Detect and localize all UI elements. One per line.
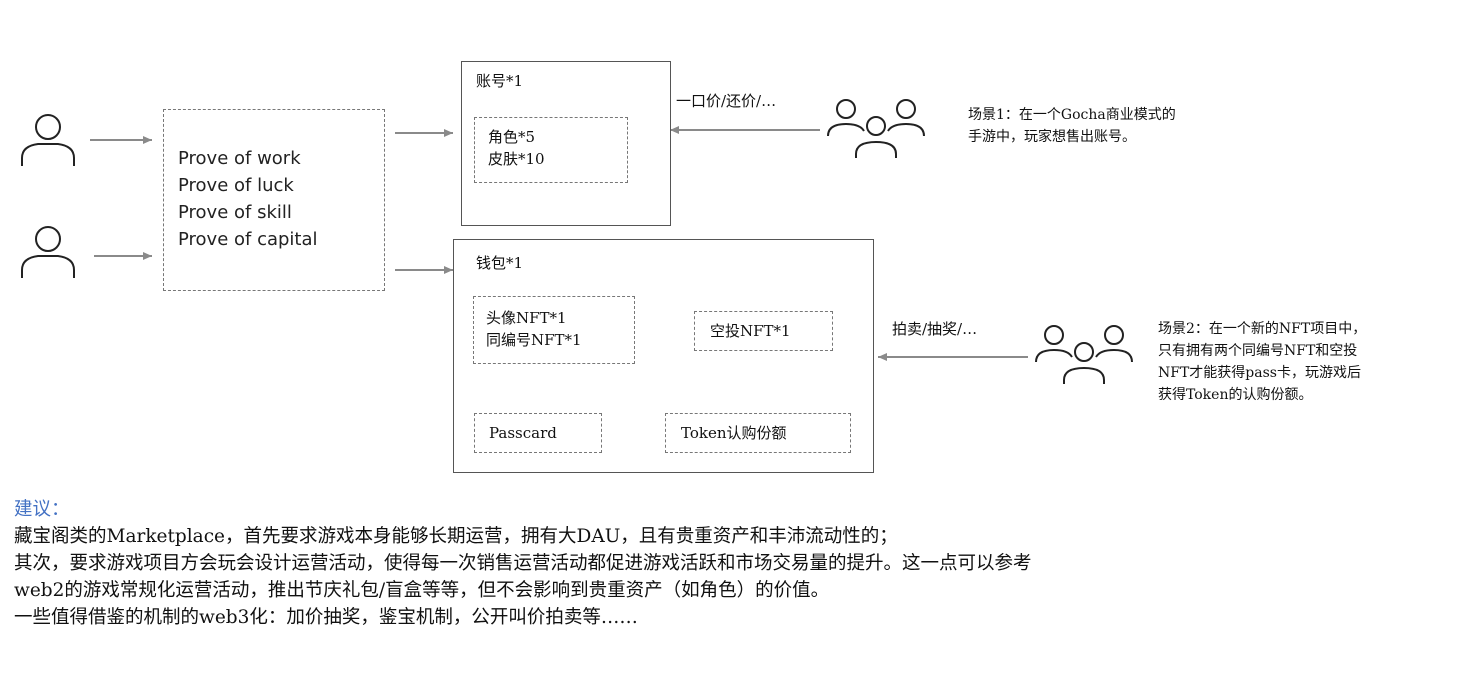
scenario1-action-label: 一口价/还价/…: [676, 92, 777, 110]
scenario1-description: 场景1：在一个Gocha商业模式的 手游中，玩家想售出账号。: [968, 104, 1176, 148]
suggestion-title: 建议：: [14, 499, 70, 520]
proof-item: Prove of capital: [178, 229, 318, 250]
group-users-icon: [1035, 325, 1133, 384]
scenario2-line: 只有拥有两个同编号NFT和空投: [1158, 343, 1358, 359]
scenario2-line: 获得Token的认购份额。: [1158, 387, 1313, 403]
scenario2-line: NFT才能获得pass卡，玩游戏后: [1158, 365, 1361, 381]
airdrop-box: 空投NFT*1: [694, 311, 833, 351]
account-title: 账号*1: [476, 72, 524, 90]
token-box: Token认购份额: [665, 413, 851, 453]
suggestion-section: 建议： 藏宝阁类的Marketplace，首先要求游戏本身能够长期运营，拥有大D…: [14, 496, 1032, 631]
scenario2-description: 场景2：在一个新的NFT项目中， 只有拥有两个同编号NFT和空投 NFT才能获得…: [1158, 318, 1366, 406]
proof-box: Prove of work Prove of luck Prove of ski…: [163, 109, 385, 291]
passcard-label: Passcard: [489, 424, 557, 442]
account-inner-box: 角色*5 皮肤*10: [474, 117, 628, 183]
suggestion-line: 藏宝阁类的Marketplace，首先要求游戏本身能够长期运营，拥有大DAU，且…: [14, 526, 898, 547]
proof-item: Prove of skill: [178, 202, 292, 223]
account-item: 皮肤*10: [488, 150, 545, 168]
scenario1-line: 场景1：在一个Gocha商业模式的: [968, 107, 1176, 123]
nft-item: 同编号NFT*1: [486, 331, 582, 349]
nft-item: 头像NFT*1: [486, 309, 567, 327]
wallet-box: 钱包*1 头像NFT*1 同编号NFT*1 空投NFT*1 Passcard T…: [453, 239, 874, 473]
nft-pair-box: 头像NFT*1 同编号NFT*1: [473, 296, 635, 364]
suggestion-line: 一些值得借鉴的机制的web3化：加价抽奖，鉴宝机制，公开叫价拍卖等……: [14, 607, 638, 628]
scenario2-line: 场景2：在一个新的NFT项目中，: [1158, 321, 1367, 337]
proof-item: Prove of luck: [178, 175, 294, 196]
user-icon: [21, 226, 75, 278]
proof-item: Prove of work: [178, 148, 301, 169]
scenario2-action-label: 拍卖/抽奖/…: [892, 320, 978, 338]
suggestion-line: web2的游戏常规化运营活动，推出节庆礼包/盲盒等等，但不会影响到贵重资产（如角…: [14, 580, 830, 601]
account-box: 账号*1 角色*5 皮肤*10: [461, 61, 671, 226]
token-label: Token认购份额: [681, 424, 787, 442]
account-item: 角色*5: [488, 128, 536, 146]
group-users-icon: [827, 99, 925, 158]
airdrop-label: 空投NFT*1: [710, 322, 791, 340]
suggestion-line: 其次，要求游戏项目方会玩会设计运营活动，使得每一次销售运营活动都促进游戏活跃和市…: [14, 553, 1032, 574]
wallet-title: 钱包*1: [476, 254, 524, 272]
scenario1-line: 手游中，玩家想售出账号。: [968, 129, 1136, 145]
passcard-box: Passcard: [474, 413, 602, 453]
user-icon: [21, 114, 75, 166]
